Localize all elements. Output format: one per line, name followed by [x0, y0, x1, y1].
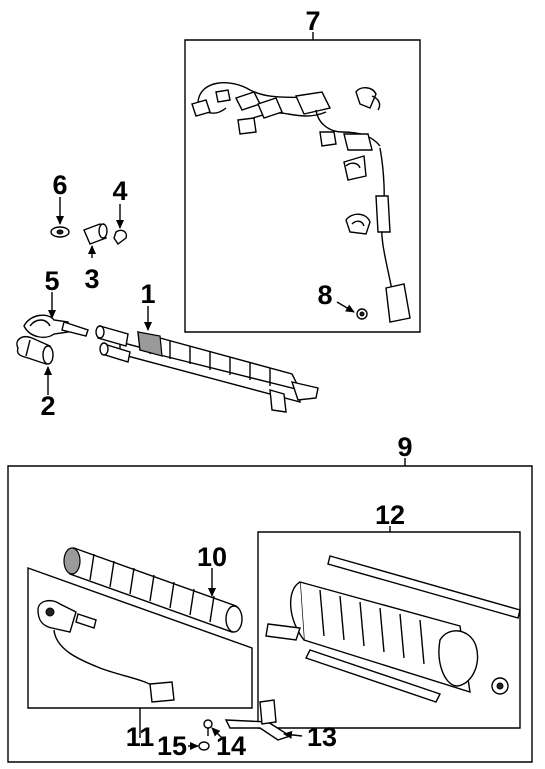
- mounting-bracket: [224, 699, 292, 741]
- callout-line-8: [336, 301, 355, 313]
- blower-motor: [37, 599, 175, 703]
- hose-clamp: [23, 314, 89, 338]
- callout-11: 11: [126, 722, 155, 752]
- wire-harness-box: [184, 39, 421, 333]
- pipe-grommet: [83, 223, 108, 245]
- heater-hose: [16, 336, 54, 365]
- mount-screw: [203, 719, 213, 736]
- callout-5: 5: [44, 266, 59, 296]
- callout-2: 2: [40, 391, 55, 421]
- callout-7: 7: [305, 6, 320, 36]
- wire-harness: [191, 82, 411, 323]
- callout-15: 15: [157, 731, 187, 761]
- callout-10: 10: [197, 542, 227, 572]
- callout-12: 12: [375, 500, 405, 530]
- callout-6: 6: [52, 170, 67, 200]
- harness-screw: [356, 308, 368, 320]
- blower-fan: [63, 547, 243, 633]
- fan-box: [27, 567, 253, 709]
- mount-nut: [198, 741, 210, 751]
- callout-13: 13: [307, 722, 337, 752]
- callout-3: 3: [84, 264, 99, 294]
- callout-8: 8: [317, 280, 332, 310]
- callout-14: 14: [216, 731, 246, 761]
- blower-case-box: [257, 531, 521, 729]
- blower-case: [265, 555, 521, 703]
- callout-4: 4: [112, 176, 127, 206]
- small-clip: [113, 229, 128, 246]
- blower-assembly-box: [7, 465, 533, 763]
- heater-core: [95, 325, 319, 413]
- callout-9: 9: [397, 432, 412, 462]
- callout-line-13: [283, 730, 303, 739]
- small-washer: [50, 226, 70, 238]
- callout-line-14: [211, 727, 227, 743]
- callout-1: 1: [140, 279, 155, 309]
